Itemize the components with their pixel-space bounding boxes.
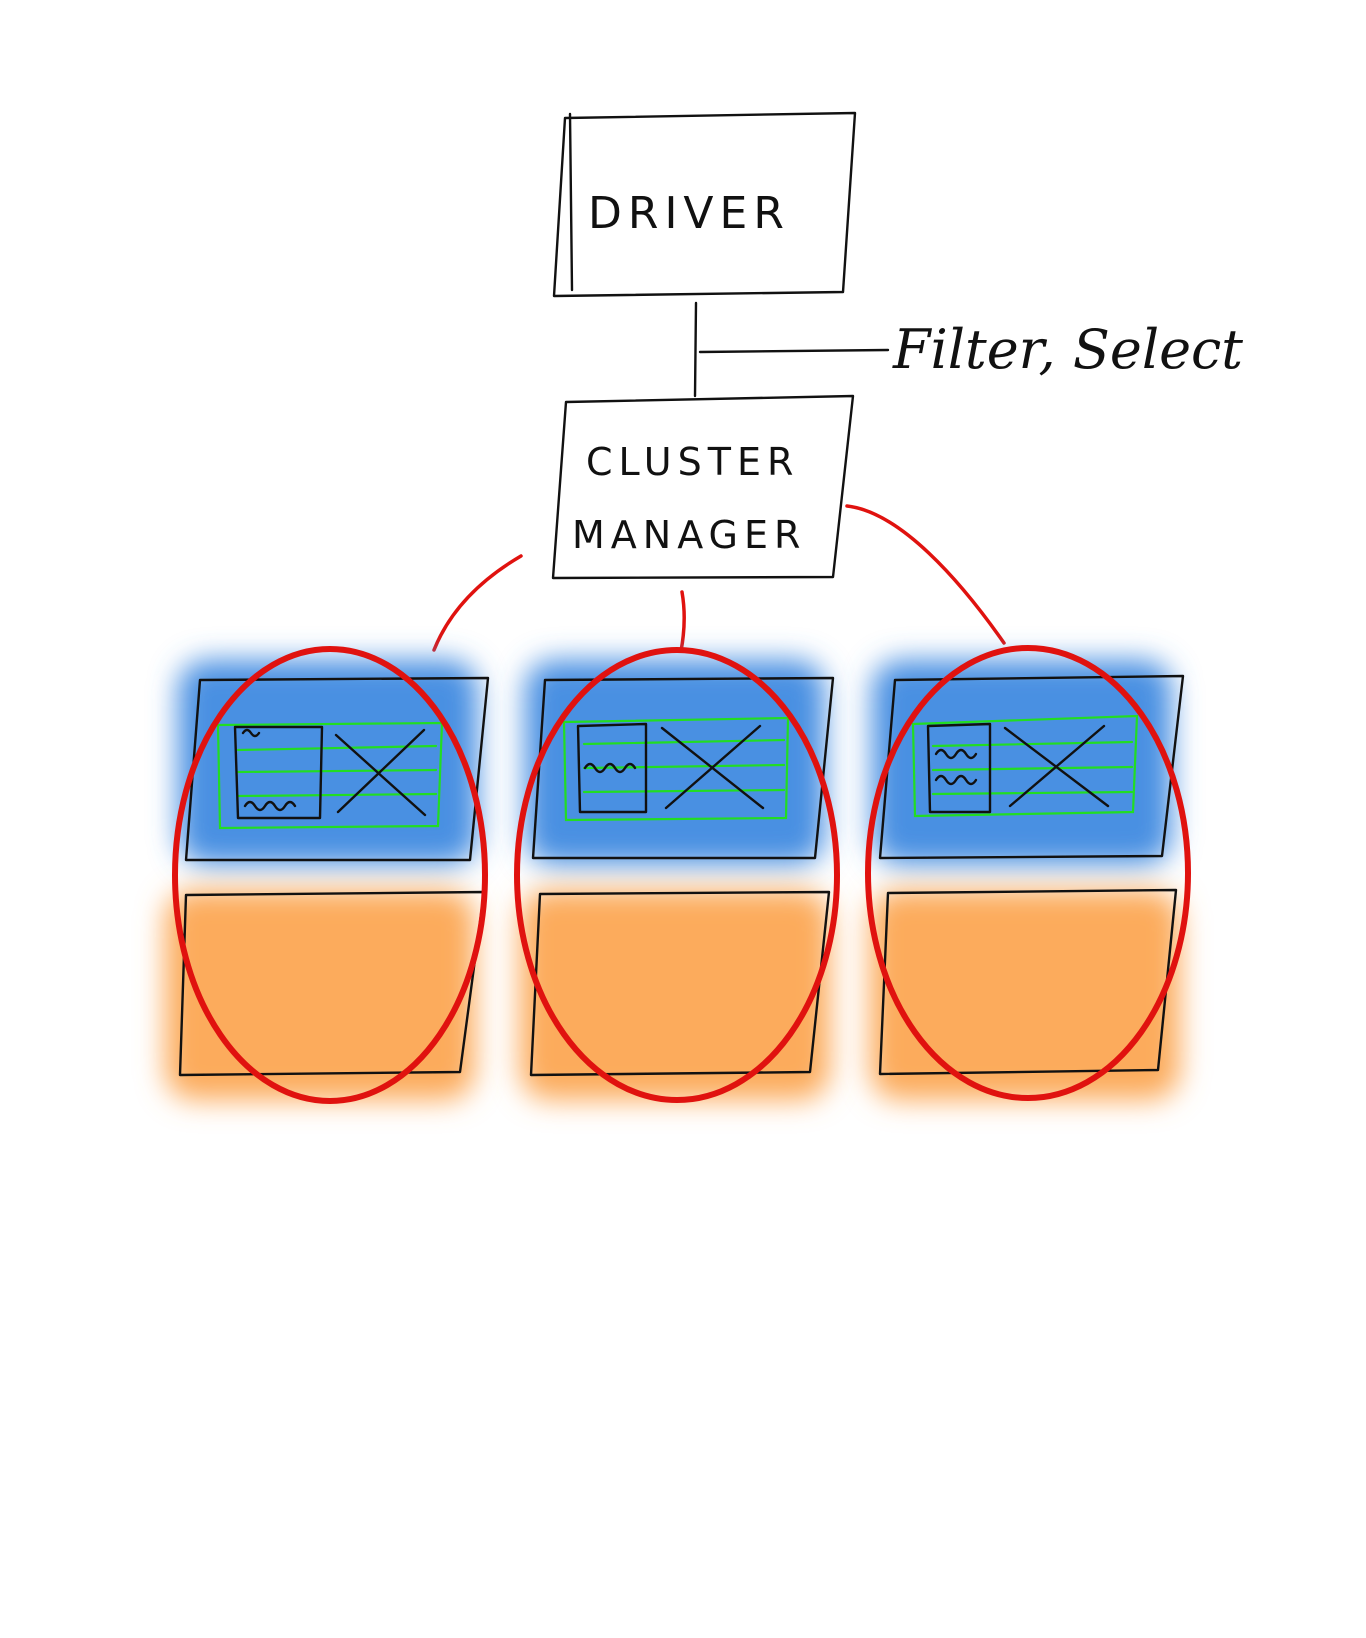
node-3-upper-tier [872, 660, 1172, 865]
cluster-manager-label-line2: MANAGER [572, 513, 806, 557]
cluster-manager-box: CLUSTER MANAGER [551, 394, 855, 580]
node-1-lower-tier [165, 890, 475, 1100]
cluster-manager-label-line1: CLUSTER [586, 440, 799, 484]
driver-to-manager-line [693, 301, 698, 398]
node-1-upper-tier [178, 660, 478, 865]
driver-label: DRIVER [588, 188, 790, 239]
annotation-leader-line [698, 348, 890, 354]
link-to-node-1 [432, 554, 523, 652]
link-to-node-2 [679, 590, 686, 653]
worker-node-3 [865, 645, 1191, 1101]
annotation-label: Filter, Select [892, 318, 1243, 381]
worker-node-1 [165, 646, 490, 1104]
executor-ring-node-3 [865, 645, 1191, 1101]
node-3-lower-tier [870, 890, 1180, 1100]
node-2-upper-tier [525, 660, 825, 865]
link-to-node-3 [845, 504, 1006, 645]
executor-ring-node-1 [172, 646, 488, 1104]
executor-ring-node-2 [514, 647, 840, 1103]
worker-node-2 [514, 647, 840, 1103]
node-2-lower-tier [520, 890, 830, 1100]
driver-box: DRIVER [552, 111, 857, 298]
